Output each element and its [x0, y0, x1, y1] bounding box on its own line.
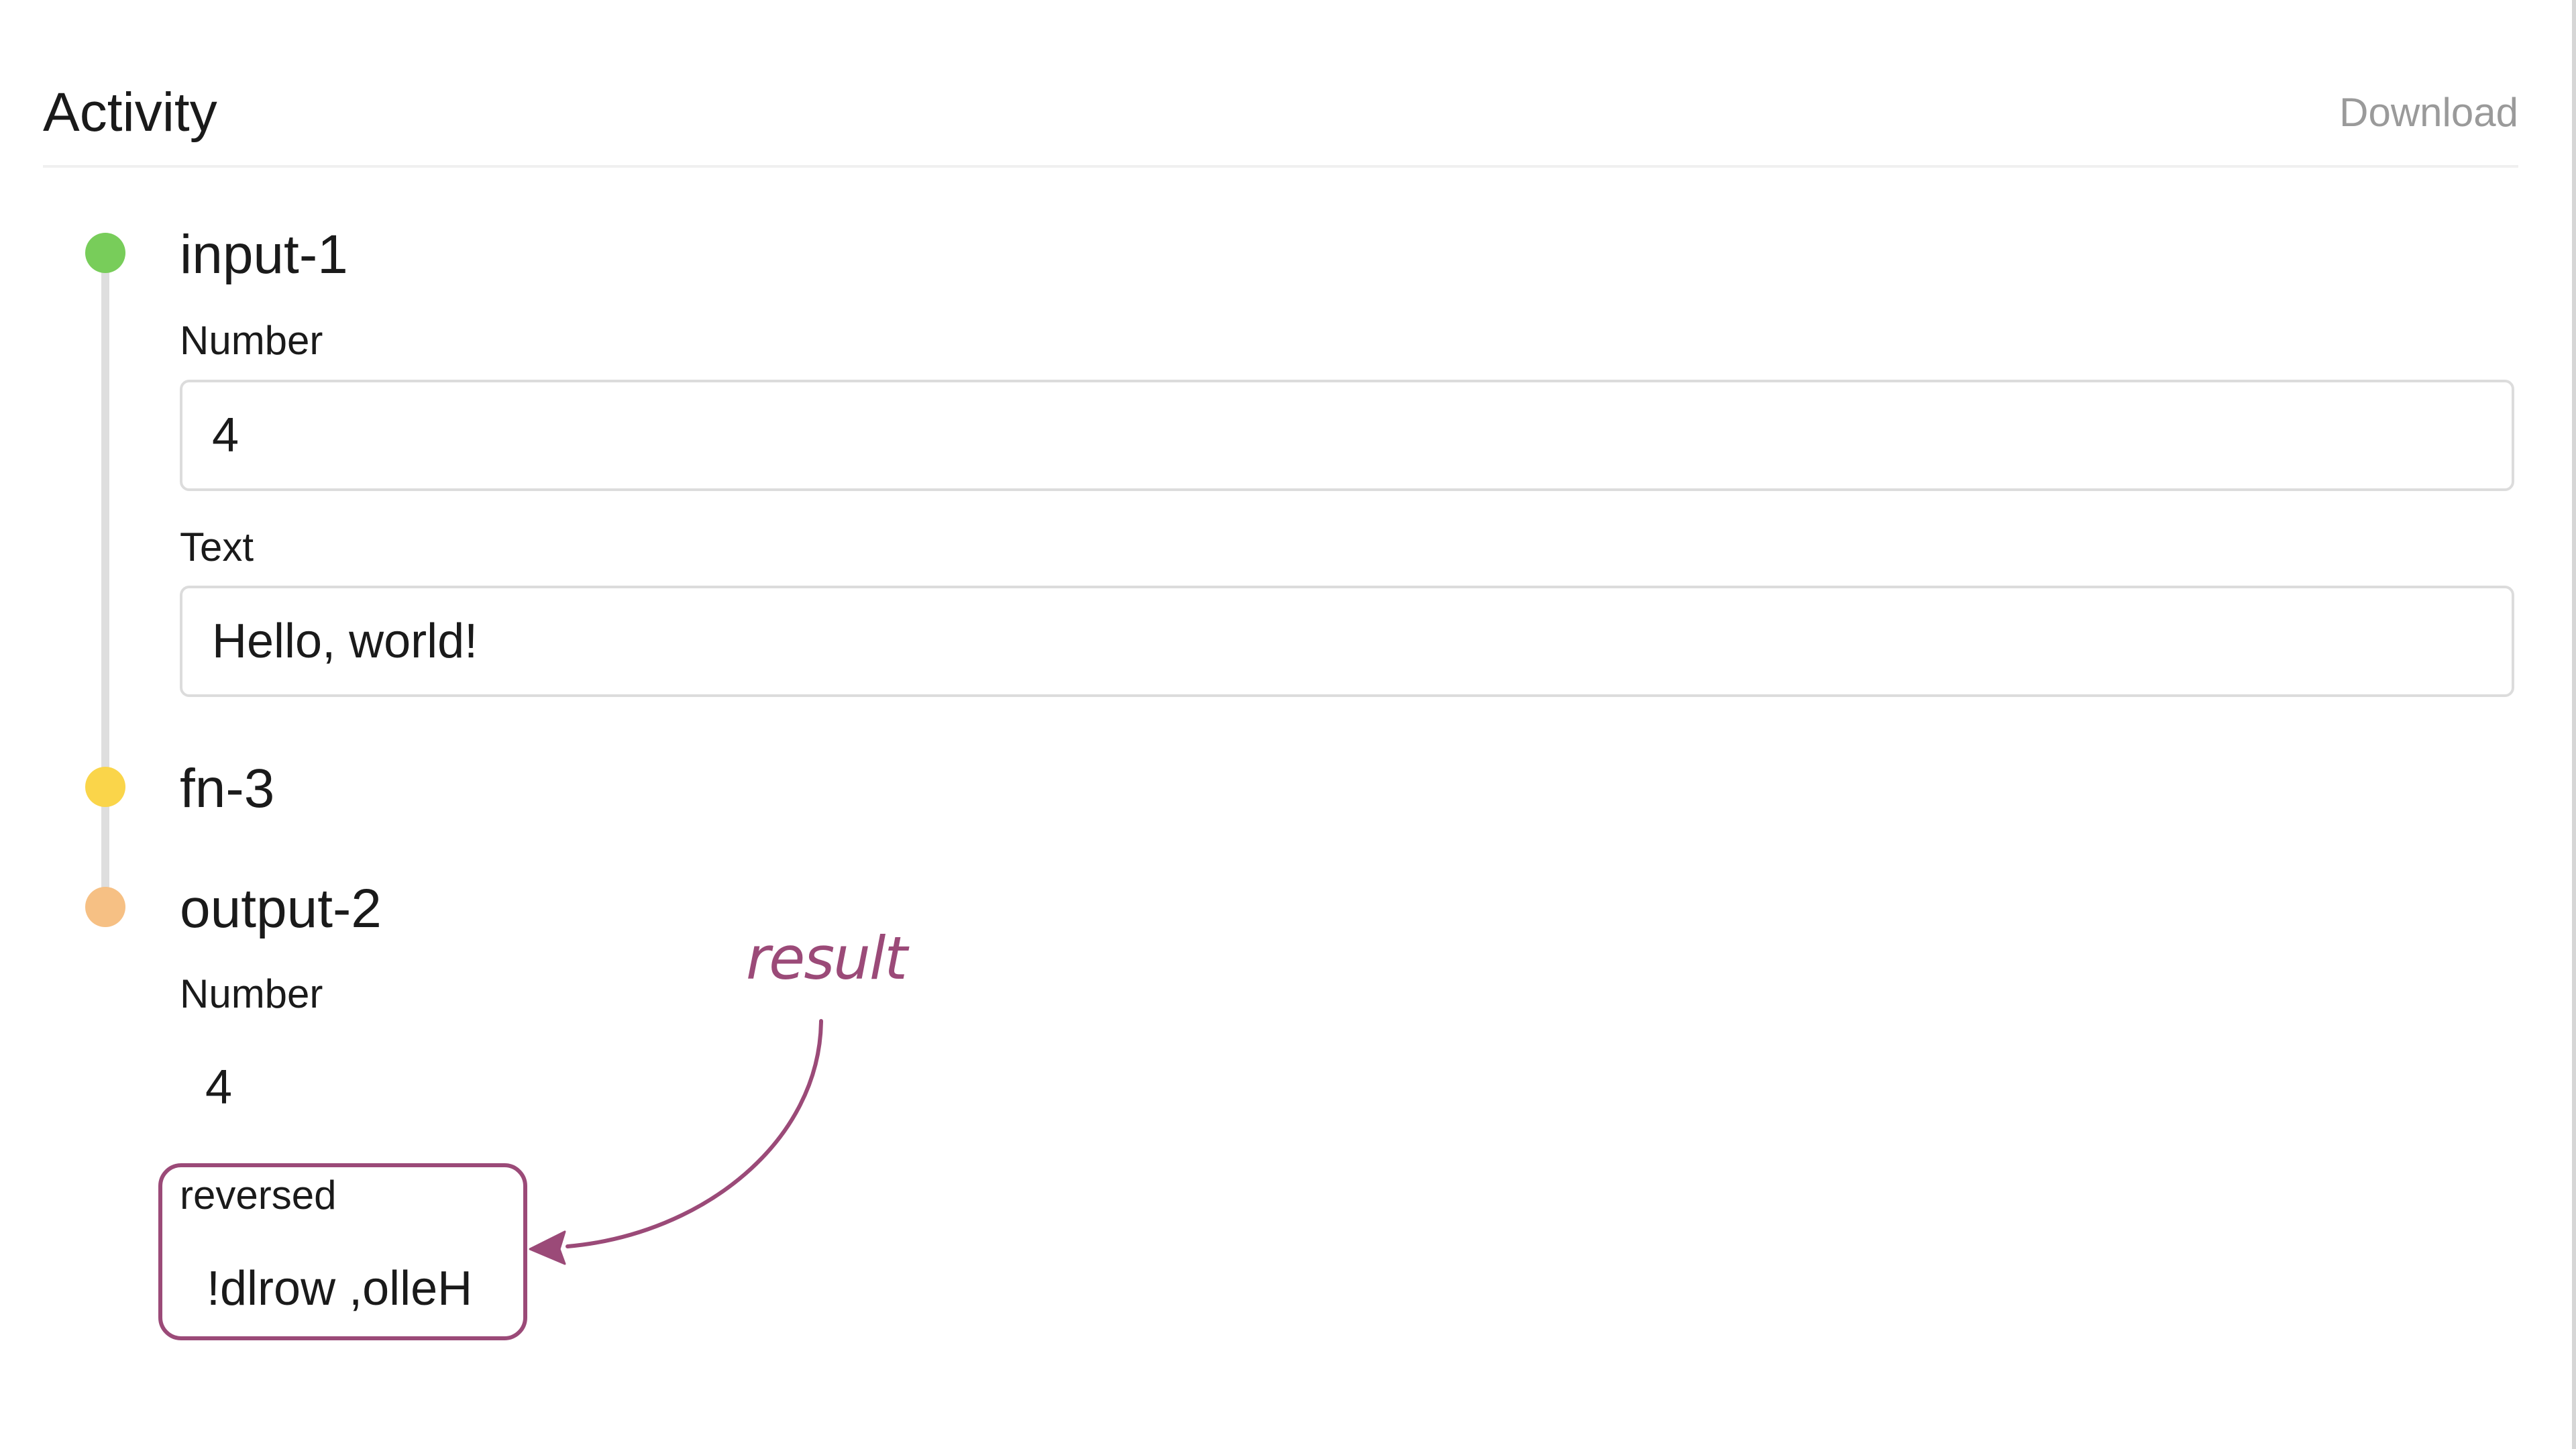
- text-input[interactable]: [180, 586, 2514, 697]
- field-label-number: Number: [180, 318, 323, 363]
- result-highlight-box: [158, 1163, 527, 1340]
- page-title: Activity: [43, 82, 217, 143]
- output-label-reversed: reversed: [180, 1173, 337, 1218]
- node-title-output: output-2: [180, 878, 382, 939]
- status-dot-fn: [85, 767, 125, 807]
- download-link[interactable]: Download: [2339, 90, 2518, 135]
- timeline-connector: [101, 255, 109, 907]
- field-label-text: Text: [180, 525, 254, 570]
- number-input[interactable]: [180, 380, 2514, 491]
- output-value-reversed: !dlrow ,olleH: [207, 1262, 473, 1316]
- annotation-result-label: result: [746, 924, 908, 993]
- window-edge: [2572, 0, 2576, 1449]
- output-label-number: Number: [180, 971, 323, 1016]
- activity-header: Activity Download: [43, 64, 2518, 168]
- status-dot-output: [85, 887, 125, 927]
- status-dot-input: [85, 233, 125, 273]
- node-title-input: input-1: [180, 224, 348, 285]
- node-title-fn: fn-3: [180, 758, 275, 819]
- output-value-number: 4: [205, 1061, 233, 1114]
